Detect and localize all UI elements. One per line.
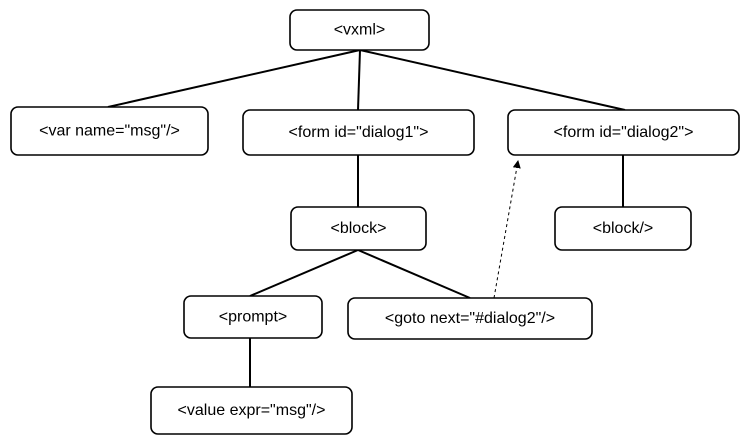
edge-block1-prompt bbox=[249, 249, 359, 297]
node-block-label: <block> bbox=[330, 220, 386, 237]
reference-goto-form2-arrow bbox=[493, 160, 521, 299]
node-vxml-label: <vxml> bbox=[334, 22, 386, 39]
node-block: <block> bbox=[290, 206, 427, 251]
node-form-dialog1: <form id="dialog1"> bbox=[242, 109, 475, 156]
edge-block1-goto bbox=[357, 249, 471, 299]
node-form-dialog2-label: <form id="dialog2"> bbox=[554, 124, 694, 141]
node-prompt: <prompt> bbox=[183, 295, 323, 339]
node-var-label: <var name="msg"/> bbox=[39, 123, 180, 140]
node-goto: <goto next="#dialog2"/> bbox=[347, 297, 593, 340]
node-prompt-label: <prompt> bbox=[219, 309, 287, 326]
node-block-empty-label: <block/> bbox=[593, 220, 653, 237]
node-block-empty: <block/> bbox=[554, 206, 692, 251]
edge-vxml-var bbox=[107, 49, 361, 108]
node-form-dialog1-label: <form id="dialog1"> bbox=[289, 124, 429, 141]
node-form-dialog2: <form id="dialog2"> bbox=[507, 109, 740, 156]
edge-vxml-form1 bbox=[357, 49, 361, 111]
edge-vxml-form2 bbox=[359, 49, 626, 111]
node-value-label: <value expr="msg"/> bbox=[178, 402, 326, 419]
node-var: <var name="msg"/> bbox=[10, 106, 209, 156]
node-vxml: <vxml> bbox=[289, 9, 430, 51]
node-goto-label: <goto next="#dialog2"/> bbox=[385, 310, 555, 327]
tree-edges bbox=[107, 49, 626, 387]
node-value: <value expr="msg"/> bbox=[150, 386, 353, 435]
